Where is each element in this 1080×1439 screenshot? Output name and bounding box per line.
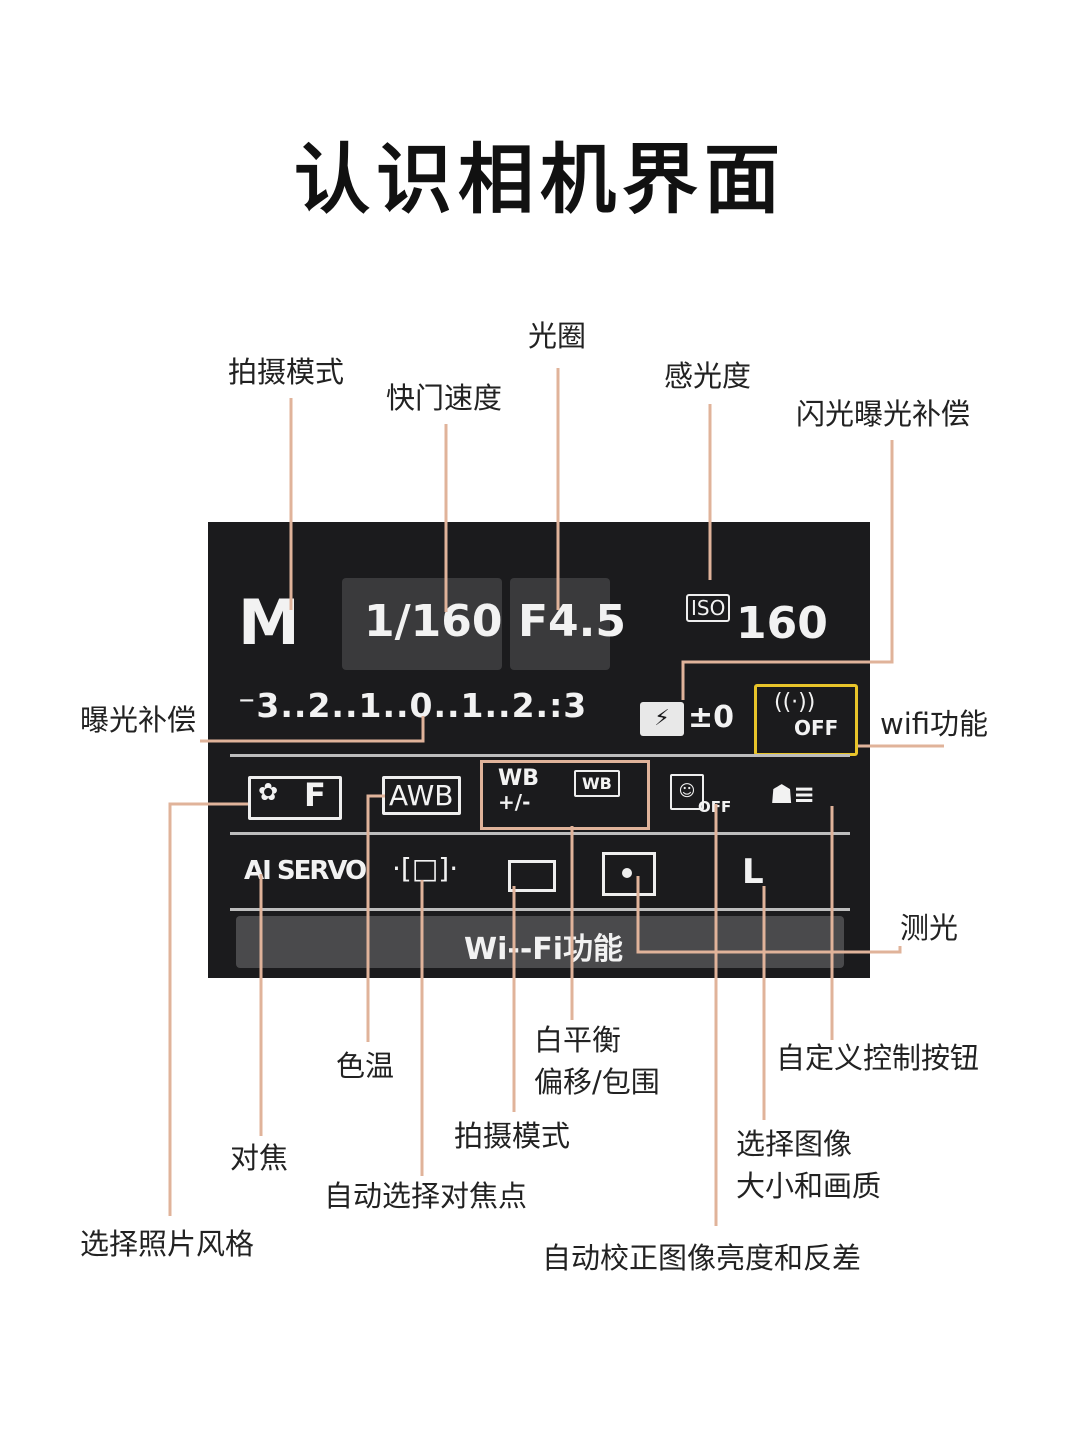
label-focus: 对焦 [230,1140,288,1176]
label-wb-line2: 偏移/包围 [534,1064,660,1100]
label-wb-line1: 白平衡 [534,1022,621,1058]
af-mode-value: AI SERVO [244,856,365,886]
label-alo: 自动校正图像亮度和反差 [542,1240,861,1276]
label-custom-controls: 自定义控制按钮 [776,1040,979,1076]
wb-shift-top: WB [498,766,539,791]
shutter-value: 1/160 [364,596,503,647]
label-wifi: wifi功能 [880,706,988,742]
label-shutter-speed: 快门速度 [386,380,502,416]
label-shooting-mode-bottom: 拍摄模式 [454,1118,570,1154]
label-iso: 感光度 [664,358,751,394]
iso-value: 160 [736,598,828,649]
drive-mode-icon [508,860,556,892]
wb-bracket-icon: WB [574,770,620,797]
page-title: 认识相机界面 [0,118,1080,228]
label-exposure-comp: 曝光补偿 [80,702,196,738]
label-color-temp: 色温 [336,1048,394,1084]
mode-indicator: M [238,586,298,659]
alo-off: OFF [698,798,731,816]
label-image-quality-line2: 大小和画质 [736,1168,881,1204]
camera-screen: M 1/160 F4.5 ISO 160 ⁻3..2..1..0..1..2.:… [208,522,870,978]
metering-dot [622,868,632,878]
aperture-value: F4.5 [518,596,626,647]
custom-controls-icon: ☗≡ [770,780,815,810]
iso-badge: ISO [686,594,730,622]
wifi-status: OFF [794,716,838,740]
label-aperture: 光圈 [528,318,586,354]
label-image-quality-line1: 选择图像 [736,1126,852,1162]
exposure-scale: ⁻3..2..1..0..1..2.:3 [238,686,587,725]
af-point-icon: ·[□]· [392,852,458,885]
white-balance-value: AWB [382,776,461,815]
label-picture-style: 选择照片风格 [80,1226,254,1262]
image-quality-value: L [742,852,764,892]
label-flash-exposure-comp: 闪光曝光补偿 [796,396,970,432]
wifi-icon: ((·)) [774,690,815,715]
wb-shift-bottom: +/- [498,790,530,814]
picture-style-value: F [304,776,326,814]
label-af-point: 自动选择对焦点 [324,1178,527,1214]
wifi-bottom-bar-text: Wi--Fi功能 [464,924,623,968]
divider-3 [230,908,850,911]
flash-comp-icon: ⚡ [640,702,684,736]
picture-style-glyph: ✿ [258,778,278,806]
divider-2 [230,832,850,835]
label-shooting-mode-top: 拍摄模式 [228,354,344,390]
label-metering: 测光 [900,910,958,946]
flash-comp-value: ±0 [688,700,734,735]
divider-1 [230,754,850,757]
